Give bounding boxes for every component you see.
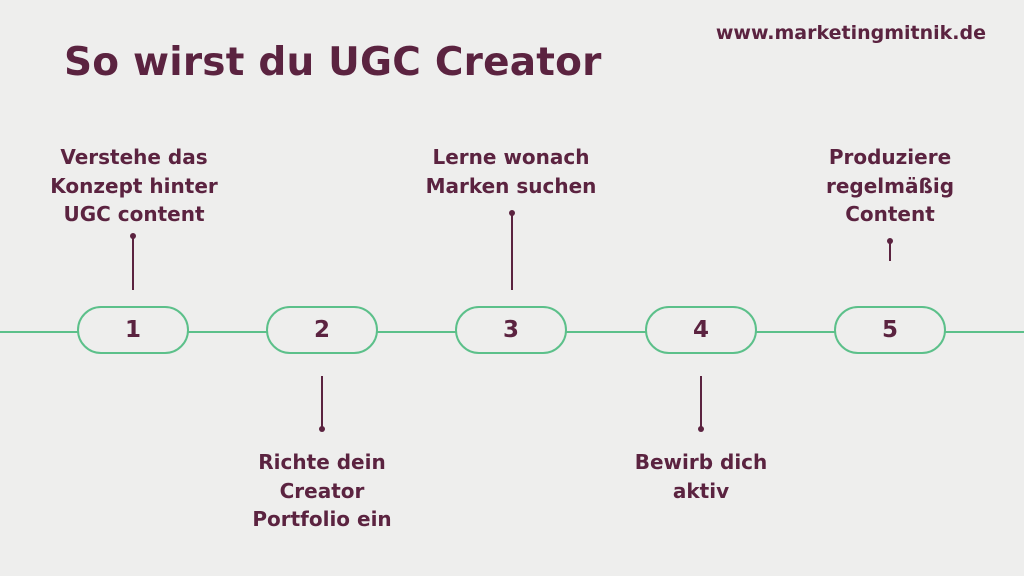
- step-2-label: Richte dein Creator Portfolio ein: [207, 448, 437, 534]
- step-1-number: 1: [124, 317, 141, 343]
- step-5-label: Produziere regelmäßig Content: [775, 143, 1005, 229]
- step-2-connector-line: [321, 376, 323, 429]
- step-4-label: Bewirb dich aktiv: [586, 448, 816, 505]
- step-1-label-line-1: Verstehe das: [60, 145, 208, 169]
- step-4-connector-dot: [698, 426, 704, 432]
- step-3-connector-line: [511, 213, 513, 290]
- step-2-label-line-3: Portfolio ein: [252, 507, 392, 531]
- step-5-label-line-1: Produziere: [828, 145, 952, 169]
- step-1-connector-line: [132, 236, 134, 290]
- step-2-label-line-1: Richte dein: [258, 450, 386, 474]
- step-2-label-line-2: Creator: [279, 478, 365, 503]
- step-2-node: 2: [266, 306, 378, 354]
- step-1-label-line-3: UGC content: [63, 202, 205, 226]
- step-1-label-line-2: Konzept hinter: [50, 173, 218, 198]
- step-1-node: 1: [77, 306, 189, 354]
- step-3-number: 3: [502, 317, 519, 343]
- step-4-label-line-1: Bewirb dich: [634, 450, 768, 474]
- step-4-node: 4: [645, 306, 757, 354]
- step-4-connector-line: [700, 376, 702, 429]
- step-2-number: 2: [313, 317, 330, 343]
- step-2-connector-dot: [319, 426, 325, 432]
- step-5-label-line-3: Content: [845, 202, 935, 226]
- step-5-number: 5: [881, 317, 898, 343]
- step-4-number: 4: [692, 317, 709, 343]
- website-url: www.marketingmitnik.de: [715, 22, 986, 44]
- step-3-label-line-1: Lerne wonach: [432, 145, 590, 169]
- step-3-node: 3: [455, 306, 567, 354]
- step-1-label: Verstehe das Konzept hinter UGC content: [19, 143, 249, 229]
- step-5-label-line-2: regelmäßig: [825, 173, 955, 198]
- step-3-label-line-2: Marken suchen: [425, 173, 597, 198]
- step-5-connector-line: [889, 241, 891, 261]
- step-3-label: Lerne wonach Marken suchen: [396, 143, 626, 200]
- step-4-label-line-2: aktiv: [672, 478, 730, 503]
- page-title: So wirst du UGC Creator: [64, 40, 602, 85]
- step-5-node: 5: [834, 306, 946, 354]
